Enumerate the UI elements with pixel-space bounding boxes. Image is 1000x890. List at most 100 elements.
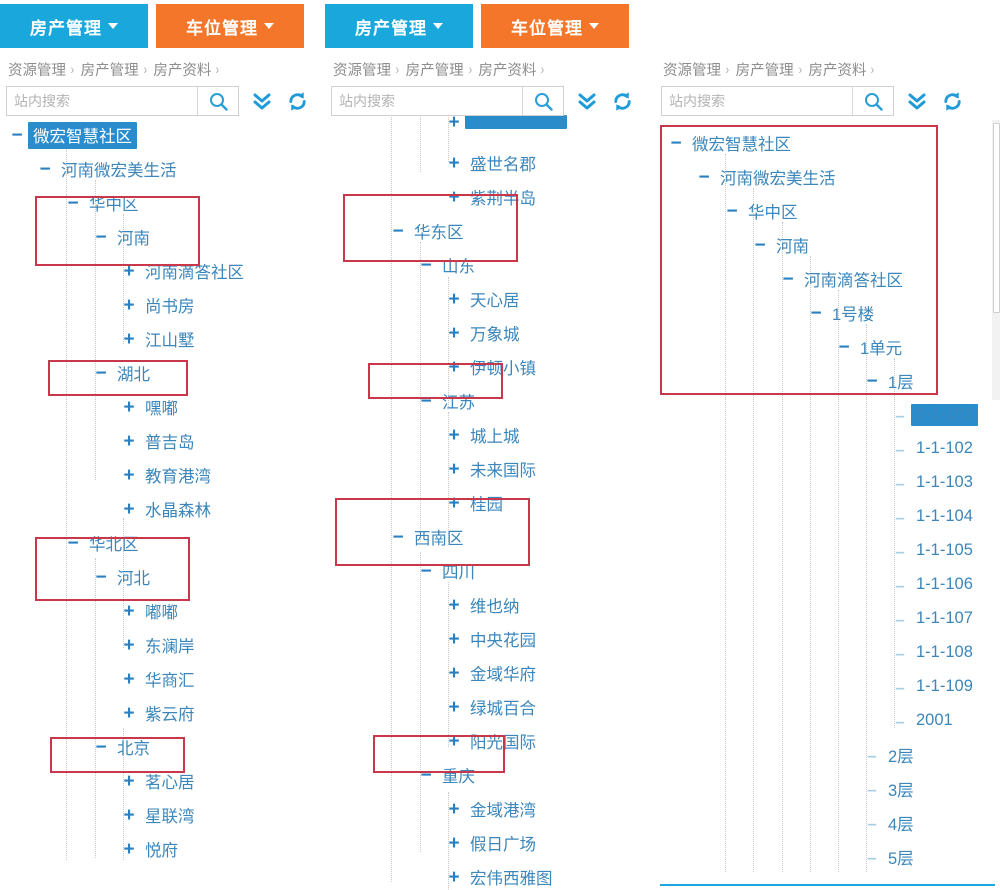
tree-node[interactable]: –2001 xyxy=(889,704,958,738)
tree-node[interactable]: −北京 xyxy=(90,730,155,764)
tree-expand-icon[interactable]: + xyxy=(123,328,135,350)
search-button[interactable] xyxy=(197,87,238,115)
search-button[interactable] xyxy=(852,87,893,115)
tree-node[interactable]: –1-1-106 xyxy=(889,568,978,602)
tree-node[interactable]: +金域华府 xyxy=(443,656,541,690)
tree-expand-icon[interactable]: + xyxy=(123,634,135,656)
tree-node[interactable]: –1-1-103 xyxy=(889,466,978,500)
tree-expand-icon[interactable]: + xyxy=(123,260,135,282)
breadcrumb-item-property[interactable]: 房产管理 xyxy=(405,62,464,79)
tree-collapse-icon[interactable]: − xyxy=(11,124,23,146)
tree-node[interactable]: +城上城 xyxy=(443,418,525,452)
tree-node[interactable]: +未来国际 xyxy=(443,452,541,486)
tree-expand-icon[interactable]: + xyxy=(123,668,135,690)
tab-property-management[interactable]: 房产管理 xyxy=(0,4,148,48)
tree-node[interactable]: −华中区 xyxy=(721,194,803,228)
tree-node[interactable]: −重庆 xyxy=(415,758,480,792)
tree-expand-icon[interactable]: + xyxy=(448,492,460,514)
tree-expand-icon[interactable]: + xyxy=(448,866,460,888)
tree-collapse-icon[interactable]: − xyxy=(782,268,794,290)
tree-node[interactable]: –1-1-107 xyxy=(889,602,978,636)
tree-node[interactable]: +紫云府 xyxy=(118,696,200,730)
tree-collapse-icon[interactable]: − xyxy=(39,158,51,180)
tree-node[interactable]: −河南 xyxy=(749,228,814,262)
tree-node[interactable]: −1层 xyxy=(861,364,919,398)
tree-expand-icon[interactable]: + xyxy=(123,430,135,452)
tree-node[interactable]: +教育港湾 xyxy=(118,458,216,492)
tree-node[interactable]: –4层 xyxy=(861,806,919,840)
tree-collapse-icon[interactable]: − xyxy=(95,566,107,588)
tree-node[interactable]: + xyxy=(443,112,567,132)
tab-property-management[interactable]: 房产管理 xyxy=(325,4,473,48)
tree-node[interactable]: –2层 xyxy=(861,738,919,772)
tree-expand-icon[interactable]: + xyxy=(448,594,460,616)
tree-node[interactable]: +桂园 xyxy=(443,486,508,520)
tree-leaf-dash-icon[interactable]: – xyxy=(895,677,905,697)
search-box[interactable] xyxy=(331,86,564,116)
tree-leaf-dash-icon[interactable]: – xyxy=(895,439,905,459)
tree-collapse-icon[interactable]: − xyxy=(866,370,878,392)
tree-collapse-icon[interactable]: − xyxy=(420,560,432,582)
tree-node[interactable]: −西南区 xyxy=(387,520,469,554)
tree-leaf-dash-icon[interactable]: – xyxy=(895,541,905,561)
breadcrumb-item-property[interactable]: 房产管理 xyxy=(735,62,794,79)
tree-node[interactable]: +星联湾 xyxy=(118,798,200,832)
tree-node[interactable]: +金域港湾 xyxy=(443,792,541,826)
tree-collapse-icon[interactable]: − xyxy=(726,200,738,222)
tree-node[interactable]: −河南 xyxy=(90,220,155,254)
tree-node[interactable]: −四川 xyxy=(415,554,480,588)
tree-node[interactable]: −河南微宏美生活 xyxy=(693,160,841,194)
tree-leaf-dash-icon[interactable]: – xyxy=(867,847,877,867)
tree-leaf-dash-icon[interactable]: – xyxy=(895,575,905,595)
tree-node[interactable]: –1-1-101 xyxy=(889,398,978,432)
tree-node[interactable]: +华商汇 xyxy=(118,662,200,696)
tree-node[interactable]: −江苏 xyxy=(415,384,480,418)
tree-node[interactable]: +河南滴答社区 xyxy=(118,254,249,288)
search-box[interactable] xyxy=(6,86,239,116)
tree-node[interactable]: +绿城百合 xyxy=(443,690,541,724)
search-box[interactable] xyxy=(661,86,894,116)
tree-node[interactable]: +万象城 xyxy=(443,316,525,350)
tab-parking-management[interactable]: 车位管理 xyxy=(156,4,304,48)
tree-node[interactable]: –1-1-102 xyxy=(889,432,978,466)
tree-collapse-icon[interactable]: − xyxy=(698,166,710,188)
search-button[interactable] xyxy=(522,87,563,115)
tree-node[interactable]: +盛世名郡 xyxy=(443,146,541,180)
tree-expand-icon[interactable]: + xyxy=(123,396,135,418)
tree-expand-icon[interactable]: + xyxy=(123,294,135,316)
expand-all-button[interactable] xyxy=(248,86,276,116)
tree-collapse-icon[interactable]: − xyxy=(95,362,107,384)
tree-collapse-icon[interactable]: − xyxy=(67,192,79,214)
tree-expand-icon[interactable]: + xyxy=(123,600,135,622)
breadcrumb-item-resource[interactable]: 资源管理 xyxy=(333,62,391,79)
tree-collapse-icon[interactable]: − xyxy=(754,234,766,256)
tree-node[interactable]: −1号楼 xyxy=(805,296,879,330)
tree-expand-icon[interactable]: + xyxy=(448,730,460,752)
tree-leaf-dash-icon[interactable]: – xyxy=(895,507,905,527)
tree-leaf-dash-icon[interactable]: – xyxy=(867,813,877,833)
tree-collapse-icon[interactable]: − xyxy=(95,226,107,248)
tree-expand-icon[interactable]: + xyxy=(448,111,460,133)
tree-collapse-icon[interactable]: − xyxy=(420,390,432,412)
tree-expand-icon[interactable]: + xyxy=(123,464,135,486)
tree-collapse-icon[interactable]: − xyxy=(670,132,682,154)
breadcrumb-item-property[interactable]: 房产管理 xyxy=(80,62,139,79)
tree-node[interactable]: +假日广场 xyxy=(443,826,541,860)
tree-leaf-dash-icon[interactable]: – xyxy=(895,473,905,493)
tree-expand-icon[interactable]: + xyxy=(123,498,135,520)
tree-leaf-dash-icon[interactable]: – xyxy=(895,643,905,663)
tree-expand-icon[interactable]: + xyxy=(123,838,135,860)
refresh-button[interactable] xyxy=(283,86,311,116)
search-input[interactable] xyxy=(662,87,852,115)
tree-node[interactable]: +嘟嘟 xyxy=(118,594,183,628)
search-input[interactable] xyxy=(332,87,522,115)
tree-node[interactable]: −河北 xyxy=(90,560,155,594)
tree-expand-icon[interactable]: + xyxy=(123,770,135,792)
tree-expand-icon[interactable]: + xyxy=(448,628,460,650)
tree-expand-icon[interactable]: + xyxy=(448,798,460,820)
tree-collapse-icon[interactable]: − xyxy=(810,302,822,324)
breadcrumb-item-property-data[interactable]: 房产资料 xyxy=(808,62,867,79)
tree-expand-icon[interactable]: + xyxy=(448,356,460,378)
tree-node[interactable]: +水晶森林 xyxy=(118,492,216,526)
tree-node[interactable]: +茗心居 xyxy=(118,764,200,798)
